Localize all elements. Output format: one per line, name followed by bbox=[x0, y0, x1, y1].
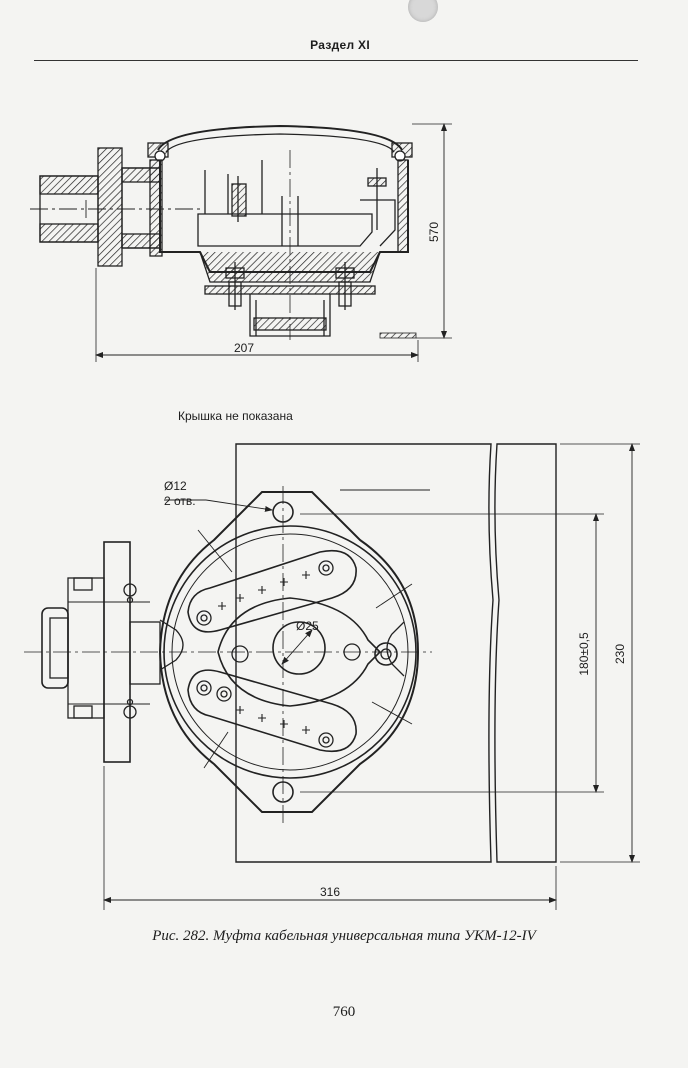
top-section-view bbox=[30, 123, 452, 362]
punch-hole bbox=[408, 0, 438, 22]
dim-316: 316 bbox=[320, 885, 340, 899]
dim-180: 180±0,5 bbox=[577, 632, 591, 676]
dim-230: 230 bbox=[613, 644, 627, 664]
page-number: 760 bbox=[332, 1004, 356, 1020]
hole-diameter-label: Ø12 bbox=[164, 479, 187, 493]
section-header: Раздел XI bbox=[310, 38, 370, 52]
dim-570: 570 bbox=[427, 222, 441, 242]
header-rule bbox=[34, 60, 638, 61]
cover-not-shown-note: Крышка не показана bbox=[178, 409, 293, 423]
figure-caption: Рис. 282. Муфта кабельная универсальная … bbox=[152, 928, 536, 944]
hole-count-label: 2 отв. bbox=[164, 494, 196, 508]
center-diameter-label: Ø25 bbox=[296, 619, 319, 633]
bottom-plan-view bbox=[24, 443, 640, 910]
dim-207: 207 bbox=[234, 341, 254, 355]
